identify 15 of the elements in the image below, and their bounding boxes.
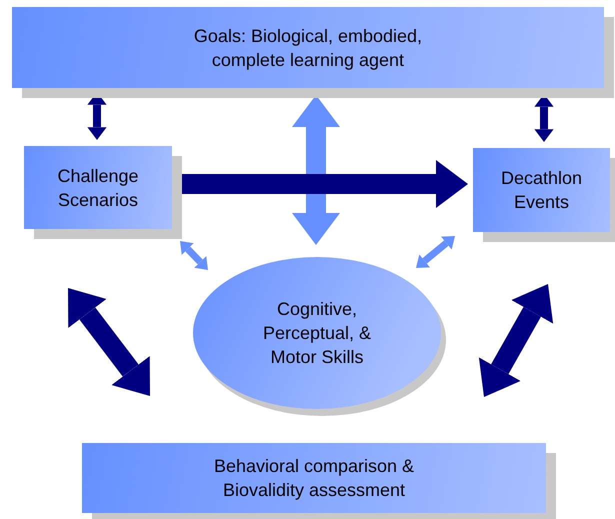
process-box bbox=[24, 146, 172, 229]
node-label: Cognitive, Perceptual, & Motor Skills bbox=[262, 298, 372, 369]
double-arrow bbox=[478, 284, 554, 397]
double-arrow bbox=[68, 288, 150, 396]
double-arrow bbox=[180, 241, 208, 270]
node-label: Decathlon Events bbox=[500, 167, 584, 214]
double-arrow bbox=[182, 160, 468, 208]
process-box bbox=[473, 148, 610, 232]
double-arrow bbox=[416, 236, 455, 268]
node-label: Challenge Scenarios bbox=[56, 164, 140, 212]
process-box bbox=[12, 7, 604, 88]
process-box bbox=[82, 443, 546, 513]
node-label: Behavioral comparison & Biovalidity assessment bbox=[212, 455, 416, 502]
node-label: Goals: Biological, embodied, complete learning agent bbox=[192, 24, 424, 72]
double-arrow bbox=[292, 95, 340, 245]
